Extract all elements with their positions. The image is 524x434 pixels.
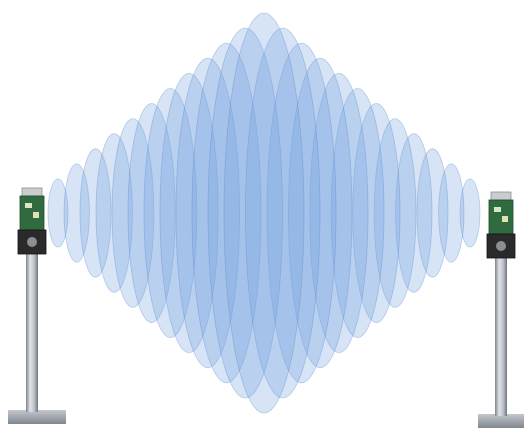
radio-field-pattern [48, 13, 480, 413]
reader-top-cap [22, 188, 42, 196]
board-chip [25, 203, 32, 208]
field-lobe [224, 13, 304, 413]
right-antenna-reader [478, 192, 524, 428]
reader-circuit-board [20, 196, 44, 230]
base-plate [8, 410, 66, 424]
sensor-icon [27, 237, 37, 247]
board-chip [494, 207, 501, 212]
board-chip [33, 212, 39, 218]
pole [495, 256, 507, 416]
board-chip [502, 216, 508, 222]
reader-circuit-board [489, 200, 513, 234]
sensor-icon [496, 241, 506, 251]
reader-top-cap [491, 192, 511, 200]
pole [26, 250, 38, 412]
base-plate [478, 414, 524, 428]
